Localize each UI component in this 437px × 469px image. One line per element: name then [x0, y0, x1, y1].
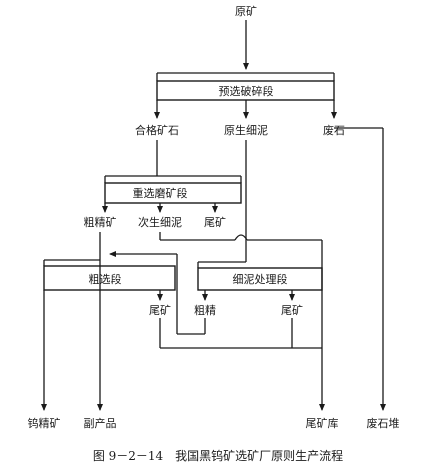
gravity-grinding-box — [104, 182, 242, 204]
node-tailings-3: 尾矿 — [281, 304, 303, 317]
node-tailings-1: 尾矿 — [204, 216, 226, 229]
node-waste-rock: 废石 — [323, 123, 345, 137]
node-tungsten-concentrate: 钨精矿 — [28, 417, 61, 430]
node-waste-dump: 废石堆 — [367, 416, 400, 430]
node-slime-treatment: 细泥处理段 — [233, 272, 288, 286]
node-tailings-storage: 尾矿库 — [306, 417, 339, 430]
figure-caption: 图 9－2－14 我国黑钨矿选矿厂原则生产流程 — [93, 448, 343, 463]
node-qualified-ore: 合格矿石 — [135, 123, 179, 137]
node-pre-crushing: 预选破碎段 — [219, 84, 274, 98]
node-by-product: 副产品 — [84, 416, 117, 430]
node-secondary-slime: 次生细泥 — [138, 215, 182, 229]
node-primary-slime: 原生细泥 — [224, 123, 268, 137]
node-raw-ore: 原矿 — [235, 5, 257, 18]
node-rough-concentration: 粗选段 — [89, 272, 122, 286]
rough-concentration-box — [43, 265, 176, 291]
node-rough-concentrate-1: 粗精矿 — [84, 216, 117, 229]
node-tailings-2: 尾矿 — [149, 304, 171, 317]
node-rough-concentrate-2: 粗精 — [194, 304, 216, 317]
edge-secslime-hop — [234, 234, 248, 241]
node-gravity-grinding: 重选磨矿段 — [133, 186, 188, 200]
